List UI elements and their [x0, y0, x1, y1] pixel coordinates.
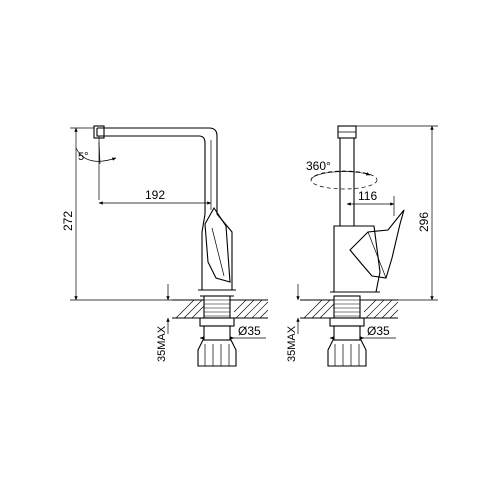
side-fixing-nut	[197, 325, 237, 367]
front-view: 360° 116 296	[286, 125, 438, 367]
side-angle: 5°	[75, 136, 117, 200]
front-hole-diameter-label: Ø35	[367, 324, 390, 338]
side-max-deck-label: 35MAX	[156, 325, 168, 362]
side-view: 5° 192 272	[61, 125, 269, 367]
front-fixing-nut	[327, 325, 367, 367]
side-height-label: 272	[61, 211, 75, 231]
front-body	[330, 209, 405, 293]
front-rotation: 360°	[306, 159, 378, 190]
front-spout	[337, 125, 357, 226]
side-hole-diameter-label: Ø35	[238, 324, 261, 338]
front-rotation-label: 360°	[306, 159, 331, 173]
front-offset-dimension: 116	[346, 189, 395, 216]
front-offset-label: 116	[358, 189, 377, 203]
side-reach-label: 192	[145, 188, 165, 202]
front-height-label: 296	[417, 212, 431, 232]
side-body	[198, 206, 236, 297]
front-max-deck-label: 35MAX	[286, 325, 298, 362]
side-deck: 35MAX Ø35	[156, 284, 269, 362]
side-angle-label: 5°	[78, 151, 89, 163]
side-reach-dimension: 192	[98, 140, 212, 210]
front-deck: 35MAX Ø35	[286, 284, 399, 362]
side-height-dimension: 272	[61, 127, 180, 301]
front-height-dimension: 296	[356, 125, 438, 301]
